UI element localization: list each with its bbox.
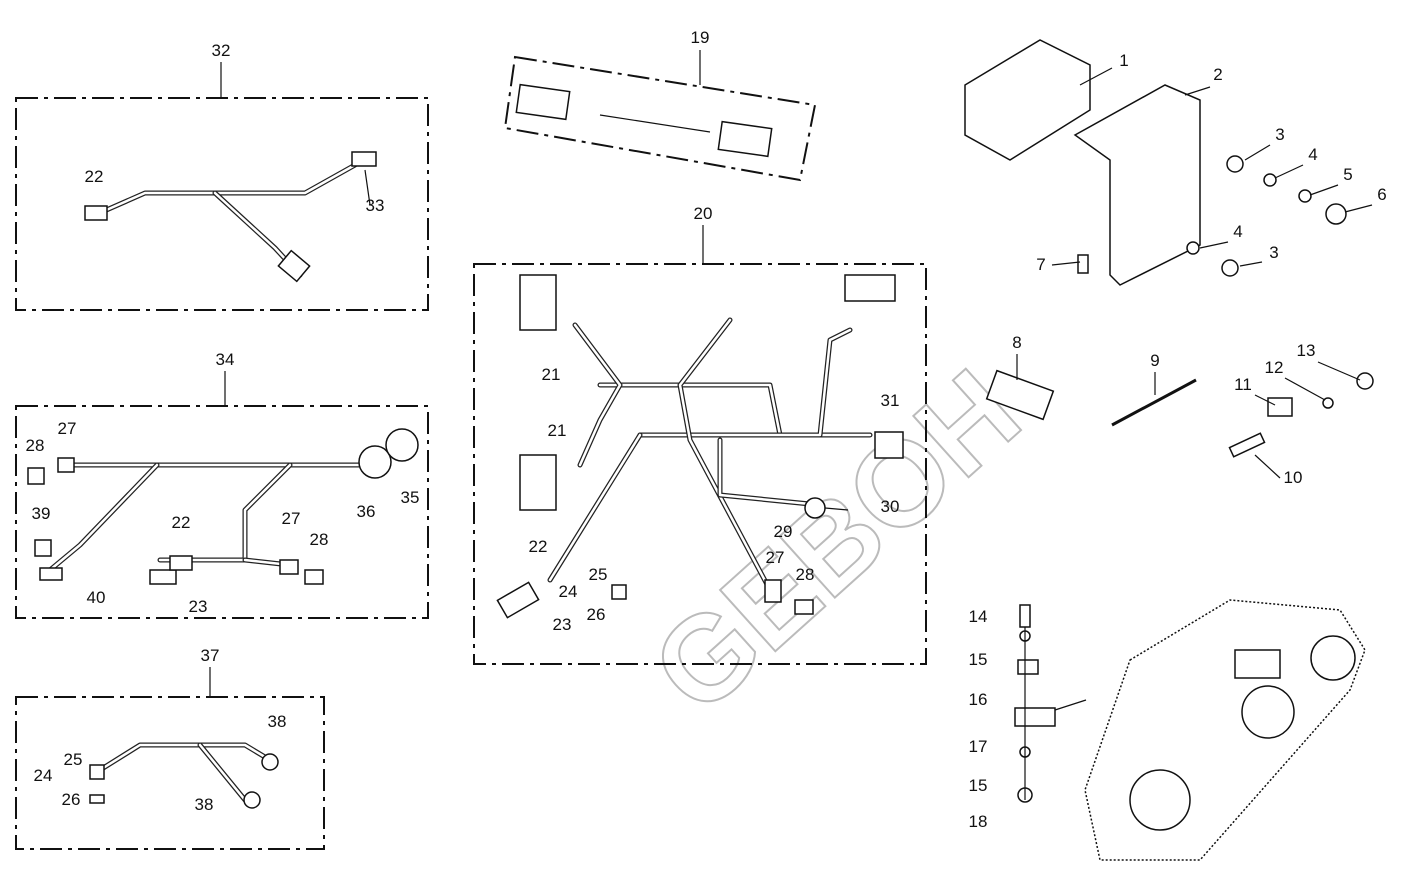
- callout-label-23: 23: [189, 597, 208, 616]
- callout-label-40: 40: [87, 588, 106, 607]
- callout-label-11: 11: [1234, 375, 1252, 394]
- callout-label-28: 28: [796, 565, 815, 584]
- group-box-32: [15, 97, 429, 311]
- callout-label-26: 26: [62, 790, 81, 809]
- leader-line: [824, 507, 849, 511]
- cable-19: [515, 83, 773, 158]
- group-box-34: [15, 405, 429, 619]
- callout-label-33: 33: [366, 196, 385, 215]
- gearbox-housing: [1084, 599, 1366, 861]
- callout-label-17: 17: [969, 737, 988, 756]
- callout-label-24: 24: [559, 582, 578, 601]
- callout-label-1: 1: [1119, 51, 1128, 70]
- callout-label-25: 25: [589, 565, 608, 584]
- callout-label-18: 18: [969, 812, 988, 831]
- callout-label-12: 12: [1265, 358, 1284, 377]
- callout-label-37: 37: [201, 646, 220, 665]
- callout-label-6: 6: [1377, 185, 1386, 204]
- leader-line: [1079, 67, 1113, 86]
- harness-34: [27, 428, 419, 585]
- harness-20: [496, 274, 904, 619]
- leader-line: [1184, 86, 1211, 96]
- leader-line: [1309, 184, 1339, 196]
- callout-label-35: 35: [401, 488, 420, 507]
- leader-lines: [209, 50, 1373, 711]
- small-parts: [985, 369, 1374, 803]
- leader-line: [1051, 261, 1081, 266]
- callout-label-21: 21: [542, 365, 561, 384]
- callout-label-28: 28: [26, 436, 45, 455]
- callout-label-27: 27: [282, 509, 301, 528]
- harness-37: [89, 742, 279, 809]
- leader-line: [1254, 394, 1276, 406]
- callout-label-4: 4: [1308, 145, 1317, 164]
- callout-label-30: 30: [881, 497, 900, 516]
- callout-label-5: 5: [1343, 165, 1352, 184]
- callout-label-7: 7: [1036, 255, 1045, 274]
- leader-line: [1254, 454, 1281, 479]
- callout-label-19: 19: [691, 28, 710, 47]
- callout-label-15: 15: [969, 650, 988, 669]
- callout-label-9: 9: [1150, 351, 1159, 370]
- group-box-19: [503, 55, 817, 182]
- callout-label-32: 32: [212, 41, 231, 60]
- callout-label-13: 13: [1297, 341, 1316, 360]
- callout-label-20: 20: [694, 204, 713, 223]
- callout-label-2: 2: [1213, 65, 1222, 84]
- callout-label-22: 22: [172, 513, 191, 532]
- callout-label-38: 38: [195, 795, 214, 814]
- callout-label-4: 4: [1233, 222, 1242, 241]
- callout-label-25: 25: [64, 750, 83, 769]
- group-box-20: [473, 263, 927, 665]
- callout-label-24: 24: [34, 766, 53, 785]
- callout-label-38: 38: [268, 712, 287, 731]
- callout-label-3: 3: [1269, 243, 1278, 262]
- callout-label-8: 8: [1012, 333, 1021, 352]
- callout-label-39: 39: [32, 504, 51, 523]
- callout-labels: 3222333428273940222327283635372524263838…: [26, 28, 1387, 831]
- callout-label-29: 29: [774, 522, 793, 541]
- watermark-logo: GEBOH: [628, 344, 1045, 738]
- callout-label-22: 22: [529, 537, 548, 556]
- callout-label-3: 3: [1275, 125, 1284, 144]
- callout-label-10: 10: [1284, 468, 1303, 487]
- callout-label-26: 26: [587, 605, 606, 624]
- leader-line: [1199, 241, 1229, 249]
- callout-label-22: 22: [85, 167, 104, 186]
- electrical-box-assembly: [964, 39, 1347, 286]
- leader-line: [1054, 699, 1087, 711]
- leader-line: [1284, 377, 1326, 401]
- leader-line: [1344, 204, 1373, 213]
- callout-label-23: 23: [553, 615, 572, 634]
- callout-label-14: 14: [969, 607, 988, 626]
- leader-line: [364, 169, 371, 206]
- callout-label-27: 27: [766, 548, 785, 567]
- callout-label-15: 15: [969, 776, 988, 795]
- leader-line: [1239, 261, 1263, 267]
- callout-label-27: 27: [58, 419, 77, 438]
- callout-label-34: 34: [216, 350, 235, 369]
- harness-32: [84, 151, 377, 283]
- callout-label-31: 31: [881, 391, 900, 410]
- leader-line: [1244, 144, 1271, 161]
- callout-label-16: 16: [969, 690, 988, 709]
- callout-label-36: 36: [357, 502, 376, 521]
- callout-label-28: 28: [310, 530, 329, 549]
- group-box-37: [15, 696, 325, 850]
- leader-line: [1274, 164, 1304, 179]
- callout-label-21: 21: [548, 421, 567, 440]
- leader-line: [1317, 361, 1361, 381]
